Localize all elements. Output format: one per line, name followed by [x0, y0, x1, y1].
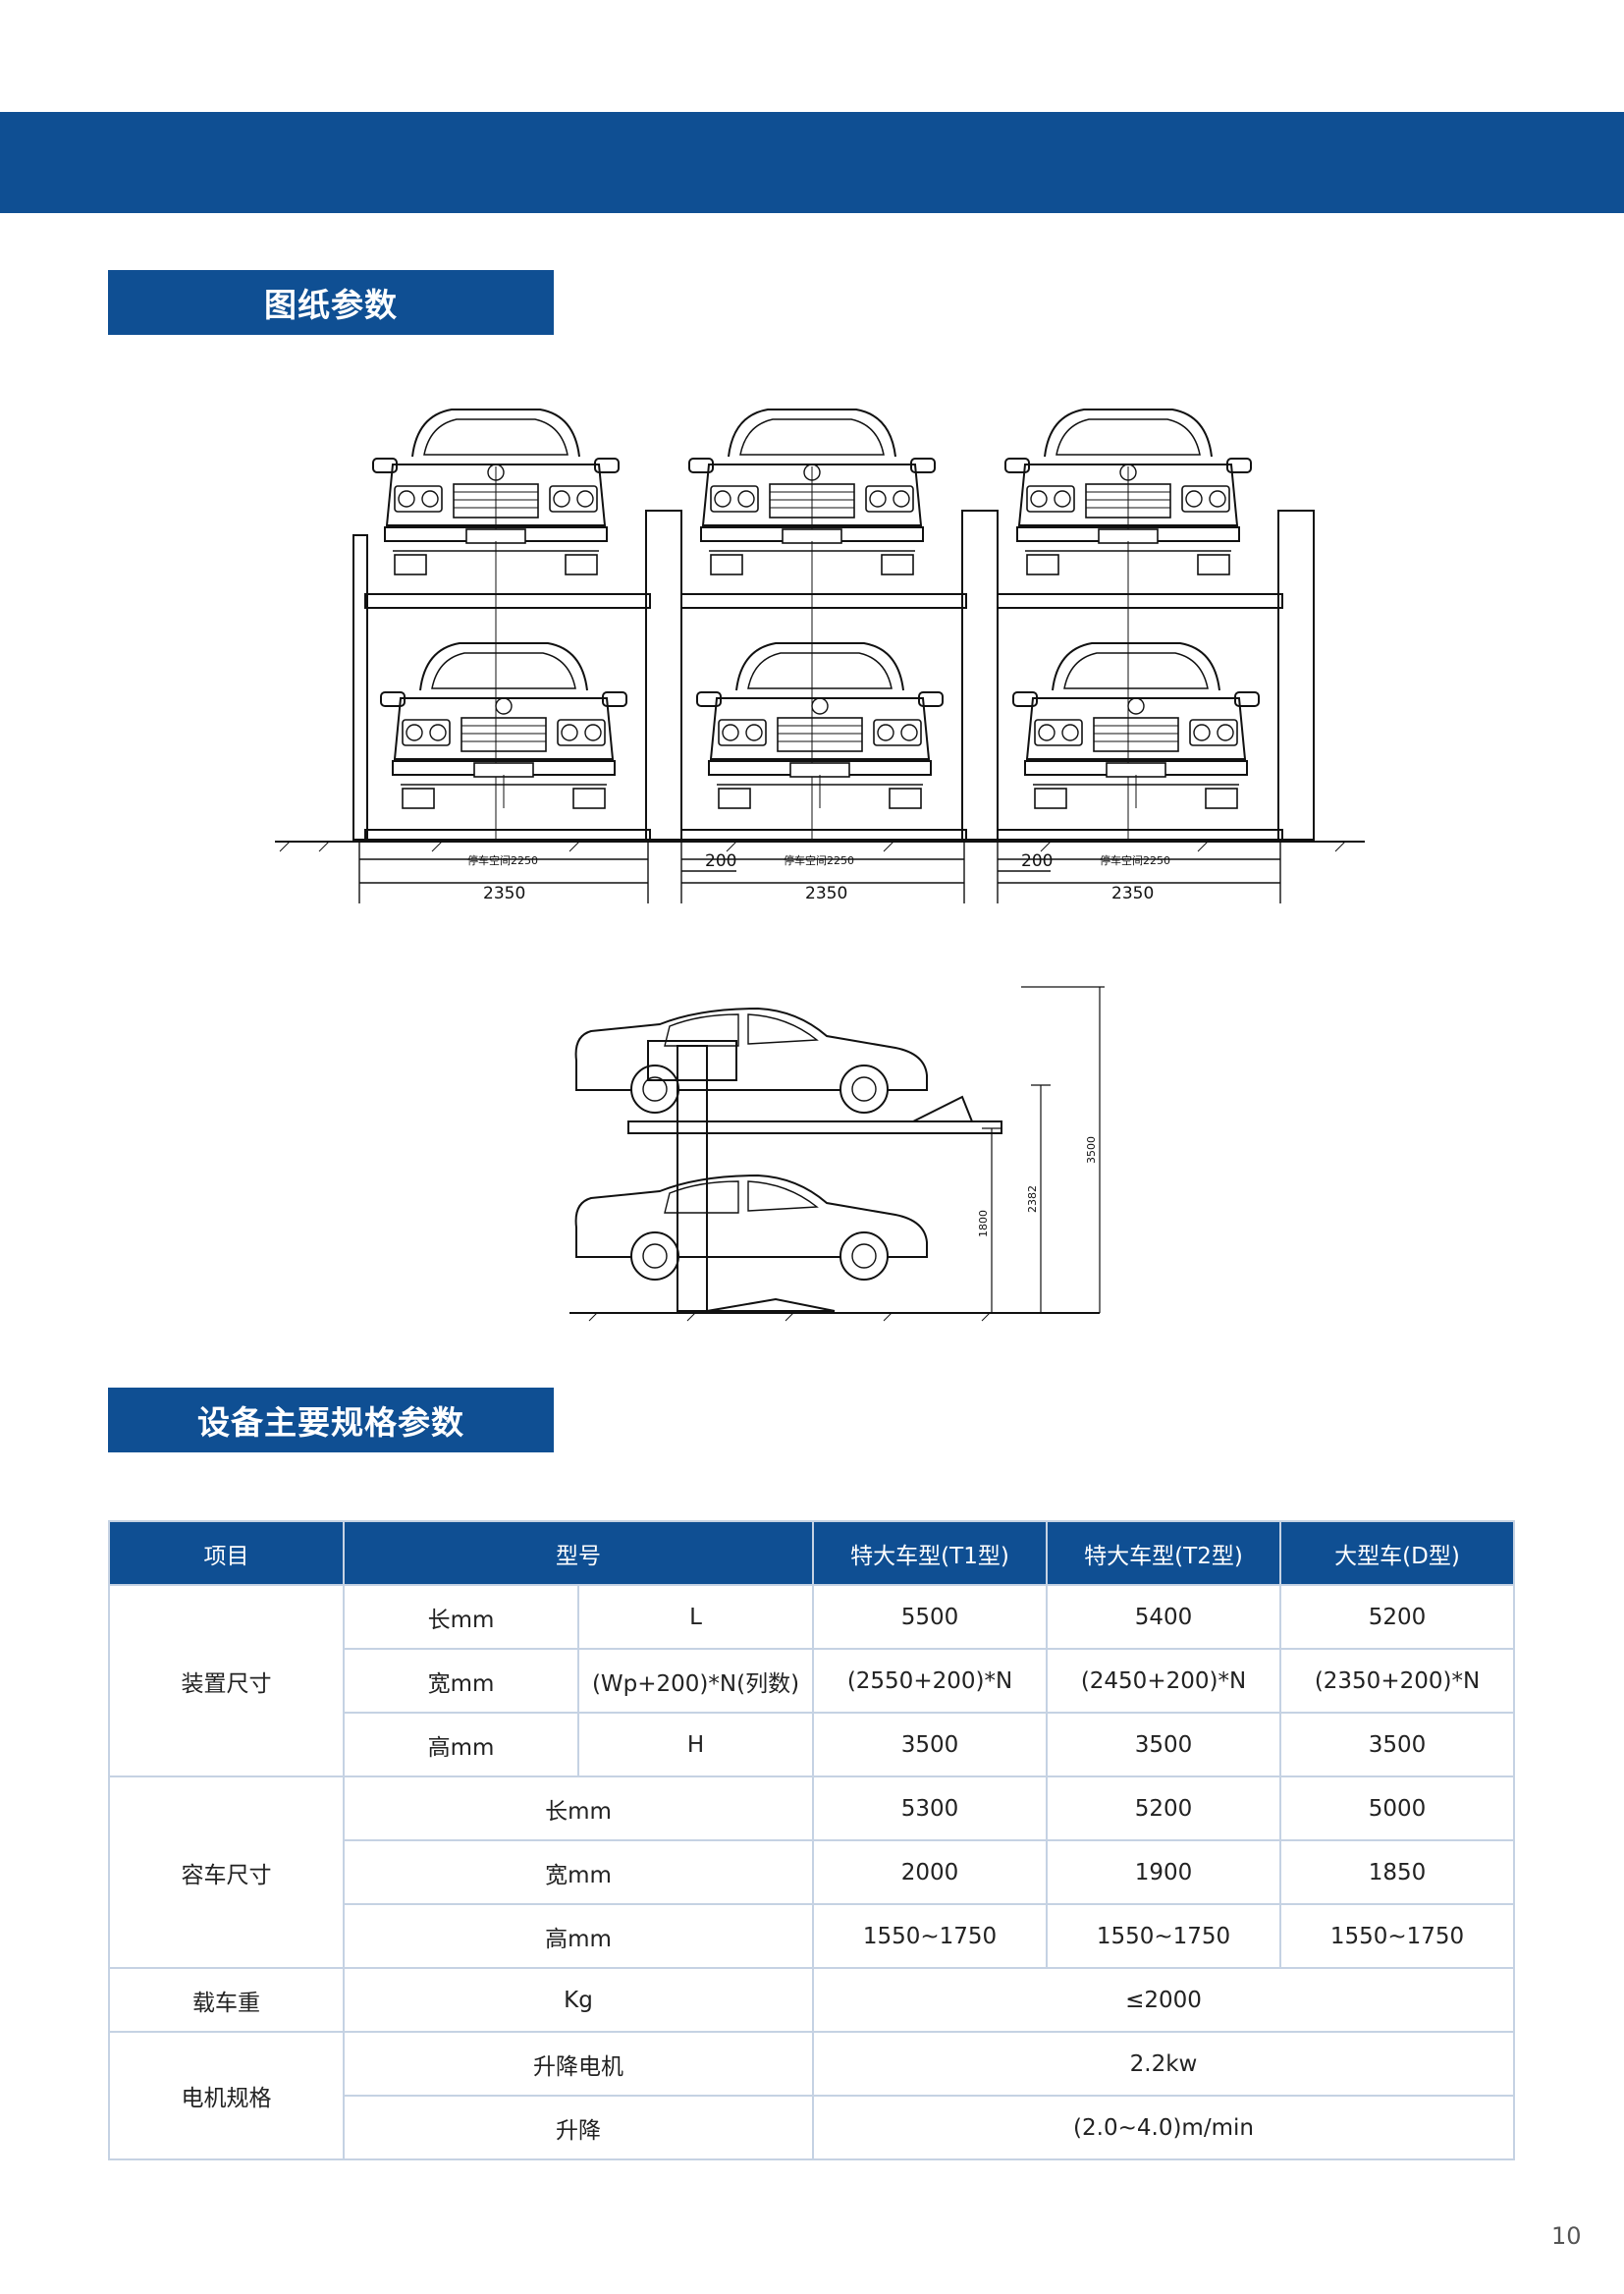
t1-cell: (2550+200)*N [812, 1648, 1048, 1714]
d-cell: 5200 [1279, 1584, 1515, 1650]
t2-cell: 1550~1750 [1046, 1903, 1281, 1969]
table-row: 装置尺寸 长mm L 5500 5400 5200 [108, 1584, 1515, 1777]
t2-cell: 5400 [1046, 1584, 1281, 1650]
header-t2: 特大车型(T2型) [1046, 1520, 1281, 1586]
param-cell: 宽mm [343, 1648, 579, 1714]
spec-table: 项目 型号 特大车型(T1型) 特大车型(T2型) 大型车(D型) 装置尺寸 长… [108, 1520, 1515, 2160]
table-row: 升降 (2.0~4.0)m/min [109, 2095, 1515, 2160]
table-row: 电机规格 升降电机 2.2kw [108, 2031, 1515, 2160]
parking-space-label-3: 停车空间2250 [1100, 853, 1170, 867]
table-row: 宽mm (Wp+200)*N(列数) (2550+200)*N (2450+20… [109, 1648, 1515, 1714]
lower-clearance-dim: 1800 [977, 1210, 990, 1237]
parking-space-label-1: 停车空间2250 [467, 853, 538, 867]
symbol-cell: L [577, 1584, 814, 1650]
upper-level-dim: 2382 [1026, 1185, 1039, 1213]
t2-cell: 1900 [1046, 1839, 1281, 1905]
load-label: 载车重 [108, 1967, 345, 2033]
param-cell: 高mm [343, 1712, 579, 1777]
table-row: 高mm H 3500 3500 3500 [109, 1712, 1515, 1777]
t2-cell: 3500 [1046, 1712, 1281, 1777]
d-cell: 5000 [1279, 1775, 1515, 1841]
width-dim-3: 2350 [1111, 884, 1154, 903]
d-cell: 1850 [1279, 1839, 1515, 1905]
parking-space-label-2: 停车空间2250 [784, 853, 854, 867]
t2-cell: 5200 [1046, 1775, 1281, 1841]
param-cell: 宽mm [343, 1839, 814, 1905]
header-d: 大型车(D型) [1279, 1520, 1515, 1586]
gap-dim-3: 200 [1021, 851, 1053, 871]
symbol-cell: H [577, 1712, 814, 1777]
total-height-dim: 3500 [1085, 1136, 1098, 1164]
page-number: 10 [1551, 2222, 1582, 2250]
load-unit: Kg [343, 1967, 814, 2033]
device-size-label: 装置尺寸 [108, 1584, 345, 1777]
header-item: 项目 [108, 1520, 345, 1586]
value-cell: 2.2kw [812, 2031, 1515, 2097]
gap-dim-2: 200 [705, 851, 736, 871]
param-cell: 升降 [343, 2095, 814, 2160]
t1-cell: 3500 [812, 1712, 1048, 1777]
side-elevation-drawing: 3500 2382 1800 [569, 986, 1105, 1322]
d-cell: (2350+200)*N [1279, 1648, 1515, 1714]
table-row: 宽mm 2000 1900 1850 [109, 1839, 1515, 1905]
drawing-section-title: 图纸参数 [108, 270, 554, 335]
load-value: ≤2000 [812, 1967, 1515, 2033]
t1-cell: 1550~1750 [812, 1903, 1048, 1969]
header-model: 型号 [343, 1520, 814, 1586]
front-elevation-drawing: 停车空间2250 2350 200 停车空间2250 2350 200 停车空间… [275, 409, 1365, 903]
value-cell: (2.0~4.0)m/min [812, 2095, 1515, 2160]
t1-cell: 5500 [812, 1584, 1048, 1650]
t1-cell: 2000 [812, 1839, 1048, 1905]
header-band [0, 112, 1624, 213]
param-cell: 高mm [343, 1903, 814, 1969]
header-row: 项目 型号 特大车型(T1型) 特大车型(T2型) 大型车(D型) [108, 1520, 1515, 1586]
table-row: 载车重 Kg ≤2000 [108, 1967, 1515, 2033]
header-t1: 特大车型(T1型) [812, 1520, 1048, 1586]
param-cell: 长mm [343, 1584, 579, 1650]
table-row: 高mm 1550~1750 1550~1750 1550~1750 [109, 1903, 1515, 1969]
d-cell: 3500 [1279, 1712, 1515, 1777]
param-cell: 长mm [343, 1775, 814, 1841]
table-row: 容车尺寸 长mm 5300 5200 5000 [108, 1775, 1515, 1969]
d-cell: 1550~1750 [1279, 1903, 1515, 1969]
t1-cell: 5300 [812, 1775, 1048, 1841]
param-cell: 升降电机 [343, 2031, 814, 2097]
symbol-cell: (Wp+200)*N(列数) [577, 1648, 814, 1714]
width-dim-2: 2350 [805, 884, 847, 903]
t2-cell: (2450+200)*N [1046, 1648, 1281, 1714]
width-dim-1: 2350 [483, 884, 525, 903]
spec-section-title: 设备主要规格参数 [108, 1388, 554, 1452]
car-size-label: 容车尺寸 [108, 1775, 345, 1969]
motor-label: 电机规格 [108, 2031, 345, 2160]
